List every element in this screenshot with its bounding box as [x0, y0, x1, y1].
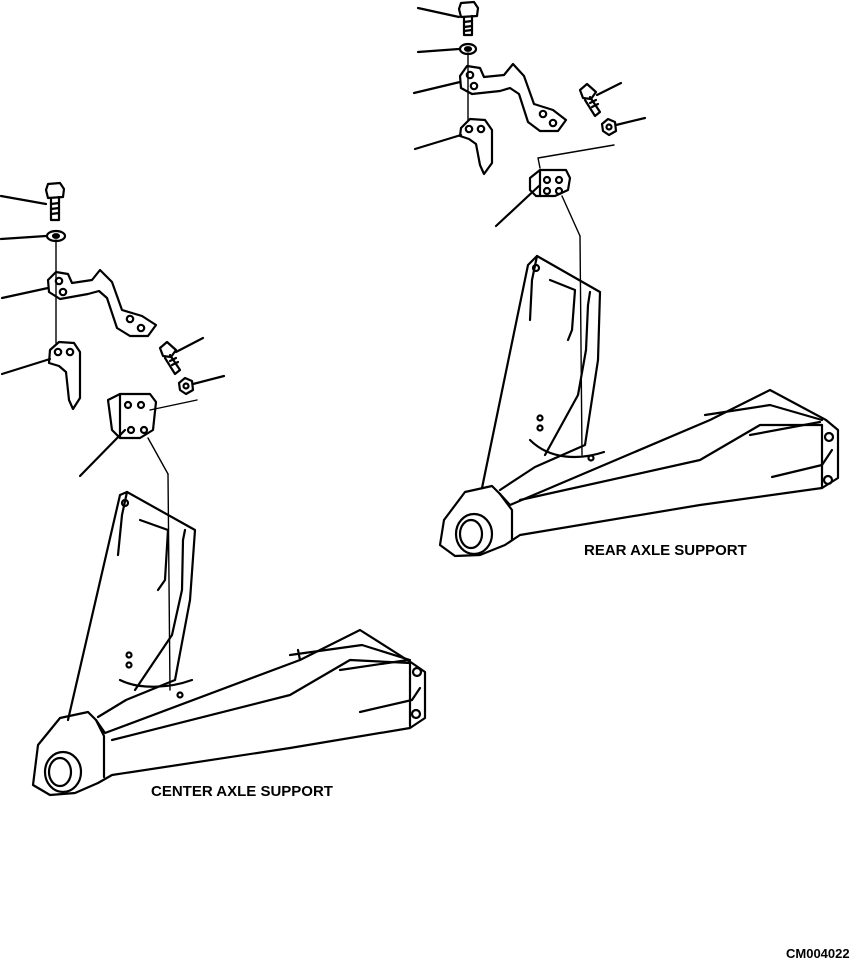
rear-axle-support-label: REAR AXLE SUPPORT	[584, 542, 747, 559]
rear-washer	[416, 42, 478, 56]
rear-axle-support-frame	[438, 254, 840, 558]
center-axle-support-assembly	[0, 181, 427, 797]
center-nut	[177, 374, 226, 396]
rear-small-bolt	[578, 81, 623, 118]
center-washer	[0, 229, 67, 243]
center-small-bolt	[158, 336, 205, 376]
rear-lower-bracket	[413, 117, 494, 176]
rear-clip-bracket	[494, 144, 615, 456]
center-upper-bracket	[0, 268, 158, 338]
center-axle-support-label: CENTER AXLE SUPPORT	[151, 783, 333, 800]
rear-nut	[600, 116, 647, 137]
center-lower-bracket	[0, 340, 82, 411]
rear-upper-bracket	[412, 62, 568, 133]
center-clip-bracket	[78, 392, 198, 691]
drawing-code-label: CM004022	[786, 946, 850, 961]
center-axle-support-frame	[31, 490, 427, 797]
rear-axle-support-assembly	[412, 0, 840, 558]
rear-bolt	[416, 0, 480, 37]
center-bolt	[0, 181, 66, 222]
